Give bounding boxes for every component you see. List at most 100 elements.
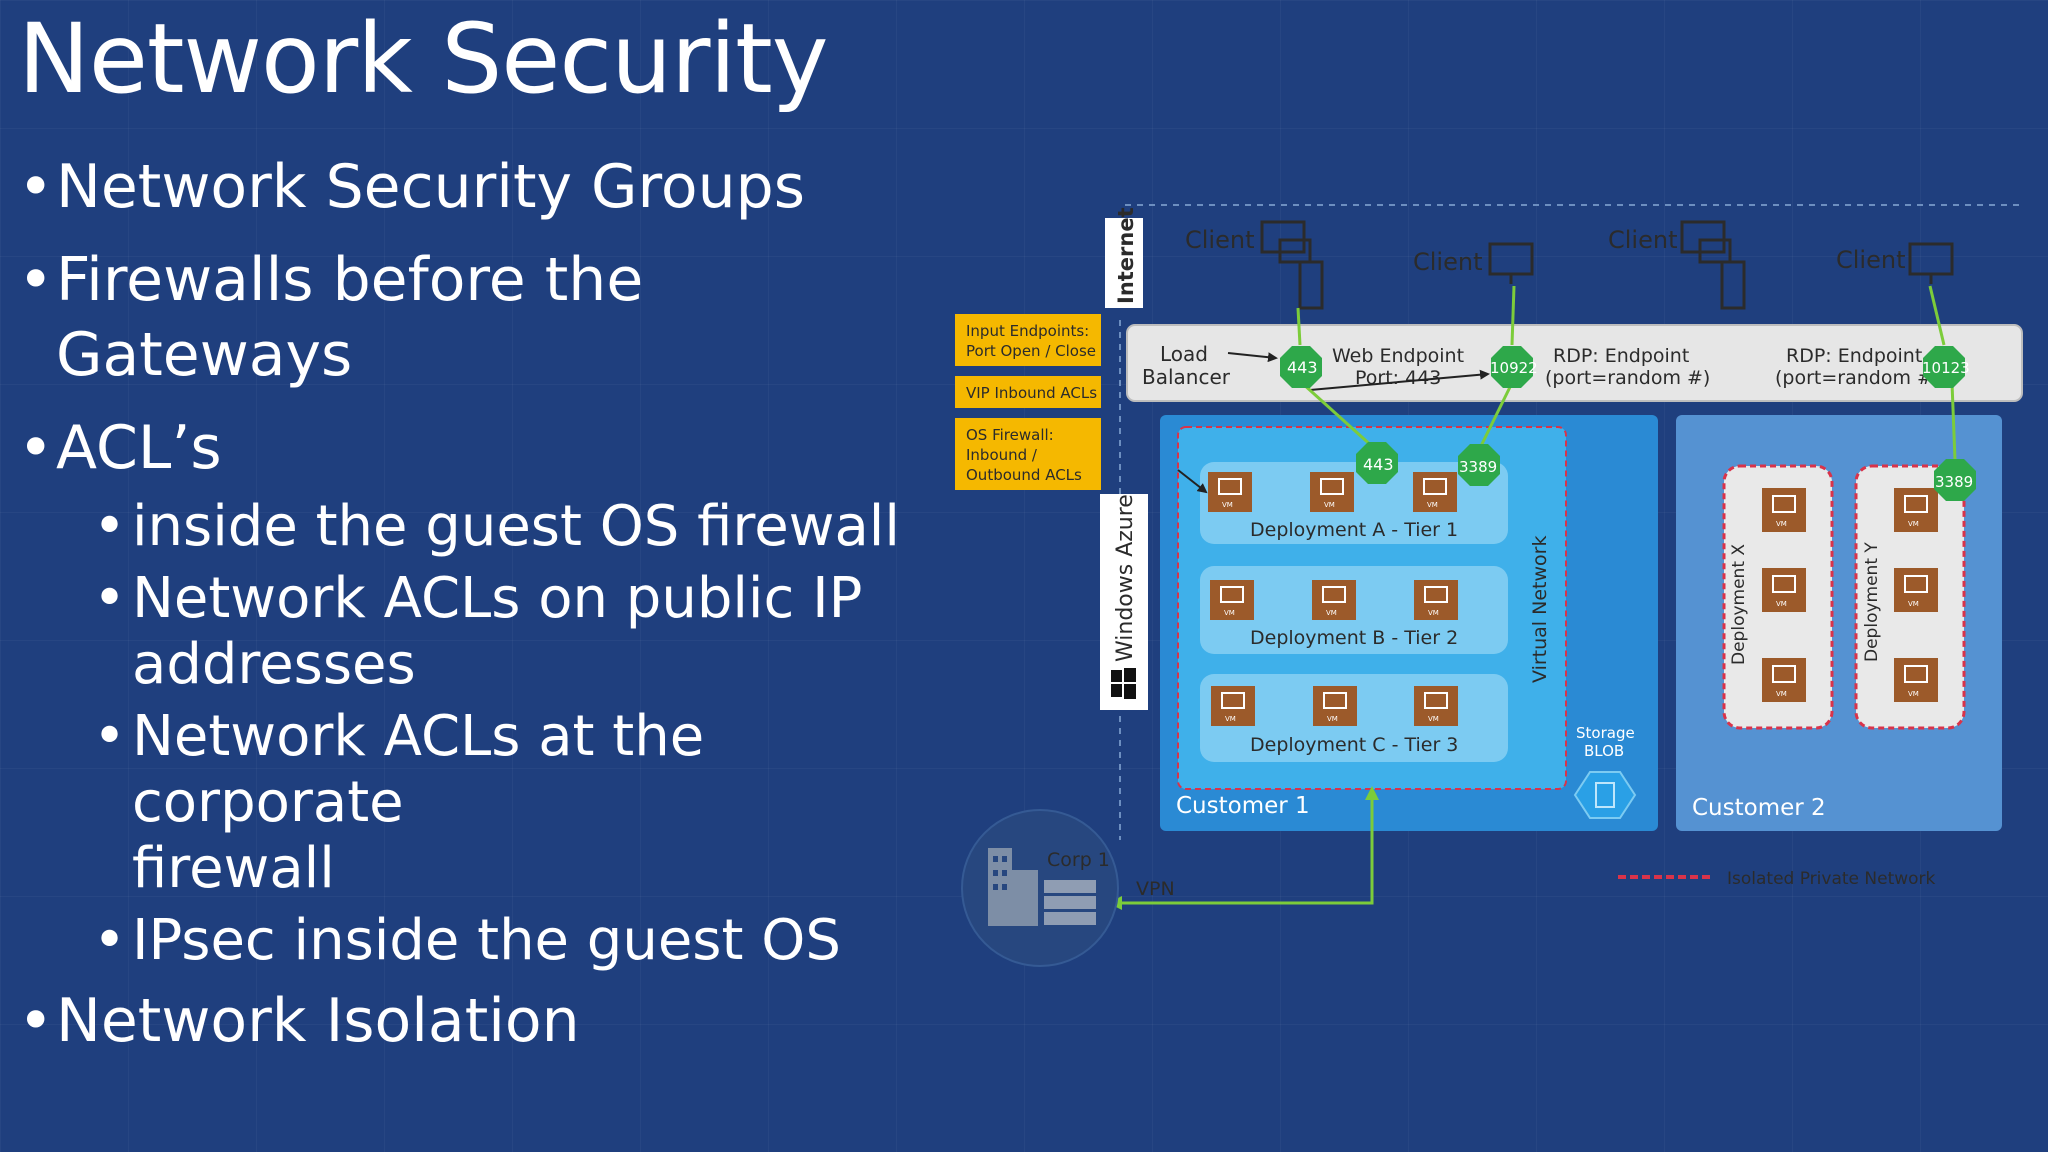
svg-text:Client: Client xyxy=(1608,226,1677,254)
bullet-dot: • xyxy=(18,245,54,315)
svg-text:RDP: Endpoint: RDP: Endpoint xyxy=(1786,345,1922,367)
sub-bullet-ipsec: • IPsec inside the guest OS xyxy=(18,908,948,974)
svg-text:VM: VM xyxy=(1224,609,1235,617)
vm-icon: VM xyxy=(1414,580,1458,620)
client-2: Client xyxy=(1413,242,1534,284)
bullet-dot: • xyxy=(18,413,54,483)
svg-text:VM: VM xyxy=(1327,715,1338,723)
client-1: Client xyxy=(1185,220,1324,310)
svg-text:Deployment C - Tier 3: Deployment C - Tier 3 xyxy=(1250,734,1458,756)
network-diagram: Internet Windows Azure Input Endpoints: … xyxy=(955,204,2023,967)
svg-text:Deployment X: Deployment X xyxy=(1729,544,1749,665)
svg-text:Deployment Y: Deployment Y xyxy=(1862,542,1882,662)
svg-text:10922: 10922 xyxy=(1490,359,1538,377)
svg-text:VM: VM xyxy=(1428,715,1439,723)
svg-text:Corp 1: Corp 1 xyxy=(1047,849,1110,871)
vm-icon: VM xyxy=(1894,658,1938,702)
sub-bullet-text: IPsec inside the guest OS xyxy=(132,908,841,973)
sub-bullet-guest-firewall: • inside the guest OS firewall xyxy=(18,494,948,560)
svg-text:Client: Client xyxy=(1185,226,1254,254)
bullet-isolation: • Network Isolation xyxy=(18,984,948,1059)
svg-text:3389: 3389 xyxy=(1459,458,1497,476)
internet-label: Internet xyxy=(1105,207,1143,308)
devices-icon xyxy=(1680,220,1746,310)
sub-bullet-text: firewall xyxy=(132,836,335,901)
svg-text:Deployment A - Tier 1: Deployment A - Tier 1 xyxy=(1250,519,1458,541)
svg-text:VM: VM xyxy=(1908,520,1919,528)
windows-logo-icon xyxy=(1111,668,1136,699)
svg-text:Balancer: Balancer xyxy=(1142,365,1231,389)
bullet-text: Network Isolation xyxy=(56,986,580,1056)
client-4: Client xyxy=(1836,242,1954,284)
vm-icon: VM xyxy=(1894,488,1938,532)
endpoint-443-inner-badge: 443 xyxy=(1356,442,1398,484)
bullet-text: Network Security Groups xyxy=(56,152,805,222)
svg-text:VM: VM xyxy=(1428,609,1439,617)
bullet-nsg: • Network Security Groups xyxy=(18,150,948,225)
corp-1: Corp 1 xyxy=(961,809,1119,967)
svg-text:Input Endpoints:: Input Endpoints: xyxy=(966,322,1089,340)
svg-text:Client: Client xyxy=(1413,248,1482,276)
svg-text:VM: VM xyxy=(1776,690,1787,698)
legend-input-endpoints: Input Endpoints: Port Open / Close xyxy=(955,314,1101,366)
legend-vip-acls: VIP Inbound ACLs xyxy=(955,376,1101,408)
svg-text:VM: VM xyxy=(1776,520,1787,528)
svg-text:Port Open / Close: Port Open / Close xyxy=(966,342,1096,360)
sub-bullet-text: Network ACLs on public IP xyxy=(132,566,863,631)
svg-text:443: 443 xyxy=(1287,358,1318,377)
vpn-label: VPN xyxy=(1136,878,1175,900)
svg-text:BLOB: BLOB xyxy=(1584,742,1624,760)
svg-text:VM: VM xyxy=(1908,690,1919,698)
vm-icon: VM xyxy=(1762,568,1806,612)
vm-icon: VM xyxy=(1312,580,1356,620)
vm-icon: VM xyxy=(1414,686,1458,726)
svg-text:Customer 2: Customer 2 xyxy=(1692,795,1826,821)
svg-text:Client: Client xyxy=(1836,246,1905,274)
svg-text:Deployment B - Tier 2: Deployment B - Tier 2 xyxy=(1250,627,1458,649)
load-balancer-bar: Load Balancer Web Endpoint Port: 443 RDP… xyxy=(1126,324,2023,402)
svg-text:VIP Inbound ACLs: VIP Inbound ACLs xyxy=(966,384,1097,402)
endpoint-10922-badge: 10922 xyxy=(1490,346,1538,388)
isolated-network-legend: Isolated Private Network xyxy=(1618,869,1936,889)
endpoint-3389-y-badge: 3389 xyxy=(1934,459,1976,501)
connection-lines xyxy=(1108,285,1957,910)
svg-text:3389: 3389 xyxy=(1935,473,1973,491)
monitor-icon xyxy=(1488,242,1534,284)
vm-icon: VM xyxy=(1313,686,1357,726)
storage-icon xyxy=(1573,771,1637,819)
vm-icon: VM xyxy=(1310,472,1354,512)
sub-bullet-dot: • xyxy=(93,566,127,631)
devices-icon xyxy=(1260,220,1324,310)
svg-text:(port=random #): (port=random #) xyxy=(1775,367,1940,389)
slide-title: Network Security xyxy=(18,3,829,115)
sub-bullet-text: addresses xyxy=(132,632,416,697)
svg-text:Outbound ACLs: Outbound ACLs xyxy=(966,466,1082,484)
vm-icon: VM xyxy=(1211,686,1255,726)
svg-text:Isolated Private Network: Isolated Private Network xyxy=(1727,869,1936,889)
client-3: Client xyxy=(1608,220,1746,310)
svg-text:OS Firewall:: OS Firewall: xyxy=(966,426,1054,444)
sub-bullet-public-ip: • Network ACLs on public IP addresses xyxy=(18,566,948,698)
os-firewall-pointer xyxy=(1177,469,1208,494)
svg-text:443: 443 xyxy=(1363,455,1394,474)
svg-text:Internet: Internet xyxy=(1114,207,1138,304)
vm-icon: VM xyxy=(1413,472,1457,512)
endpoint-443-badge: 443 xyxy=(1280,346,1322,388)
acl-sublist: • inside the guest OS firewall • Network… xyxy=(18,494,948,974)
vm-icon: VM xyxy=(1894,568,1938,612)
bullet-acls: • ACL’s xyxy=(18,411,948,486)
sub-bullet-dot: • xyxy=(93,908,127,973)
sub-bullet-corporate-firewall: • Network ACLs at the corporate firewall xyxy=(18,704,948,902)
bullet-firewalls: • Firewalls before the Gateways xyxy=(18,243,948,393)
svg-text:Virtual Network: Virtual Network xyxy=(1529,536,1551,683)
bullet-list: • Network Security Groups • Firewalls be… xyxy=(18,150,948,1077)
svg-text:Inbound /: Inbound / xyxy=(966,446,1038,464)
building-icon xyxy=(988,848,1038,926)
vm-icon: VM xyxy=(1762,488,1806,532)
svg-text:Load: Load xyxy=(1160,342,1208,366)
svg-text:Windows Azure: Windows Azure xyxy=(1113,494,1138,662)
bullet-text: Gateways xyxy=(56,320,353,390)
windows-azure-label: Windows Azure xyxy=(1100,494,1148,710)
svg-text:VM: VM xyxy=(1427,501,1438,509)
svg-text:VM: VM xyxy=(1225,715,1236,723)
